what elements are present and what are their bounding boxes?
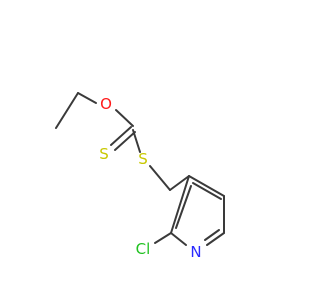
sulfur-thione-label: S [99,145,109,163]
bond-ch2-o [77,92,97,104]
bond-c3-c4-inner [192,182,222,200]
sulfur-thioether-label: S [138,150,148,168]
bond-o-c [115,109,134,127]
bond-c-s-thione-1 [110,126,132,146]
bond-group [55,92,225,246]
bond-n-c2 [170,232,187,246]
bond-c2-c3 [170,175,190,234]
bond-ch2-c3 [169,175,190,191]
bond-c-s-thione-2 [114,131,136,151]
molecule-structure: O S S Cl N [55,92,225,261]
bond-ch3-ch2 [55,92,79,129]
nitrogen-label: N [190,243,201,261]
bond-c2-c3-inner [175,185,192,229]
bond-c2-cl [154,232,172,244]
oxygen-label: O [100,95,112,113]
bond-c-s-thioether [132,129,141,153]
bond-c3-c4 [188,175,225,197]
atom-label-group: O S S Cl N [99,95,201,261]
bond-c5-n-inner [204,229,220,241]
bond-c5-n [206,232,225,246]
bond-s-ch2 [149,165,171,191]
structure-canvas: O S S Cl N [55,92,225,261]
chlorine-label: Cl [136,240,151,258]
